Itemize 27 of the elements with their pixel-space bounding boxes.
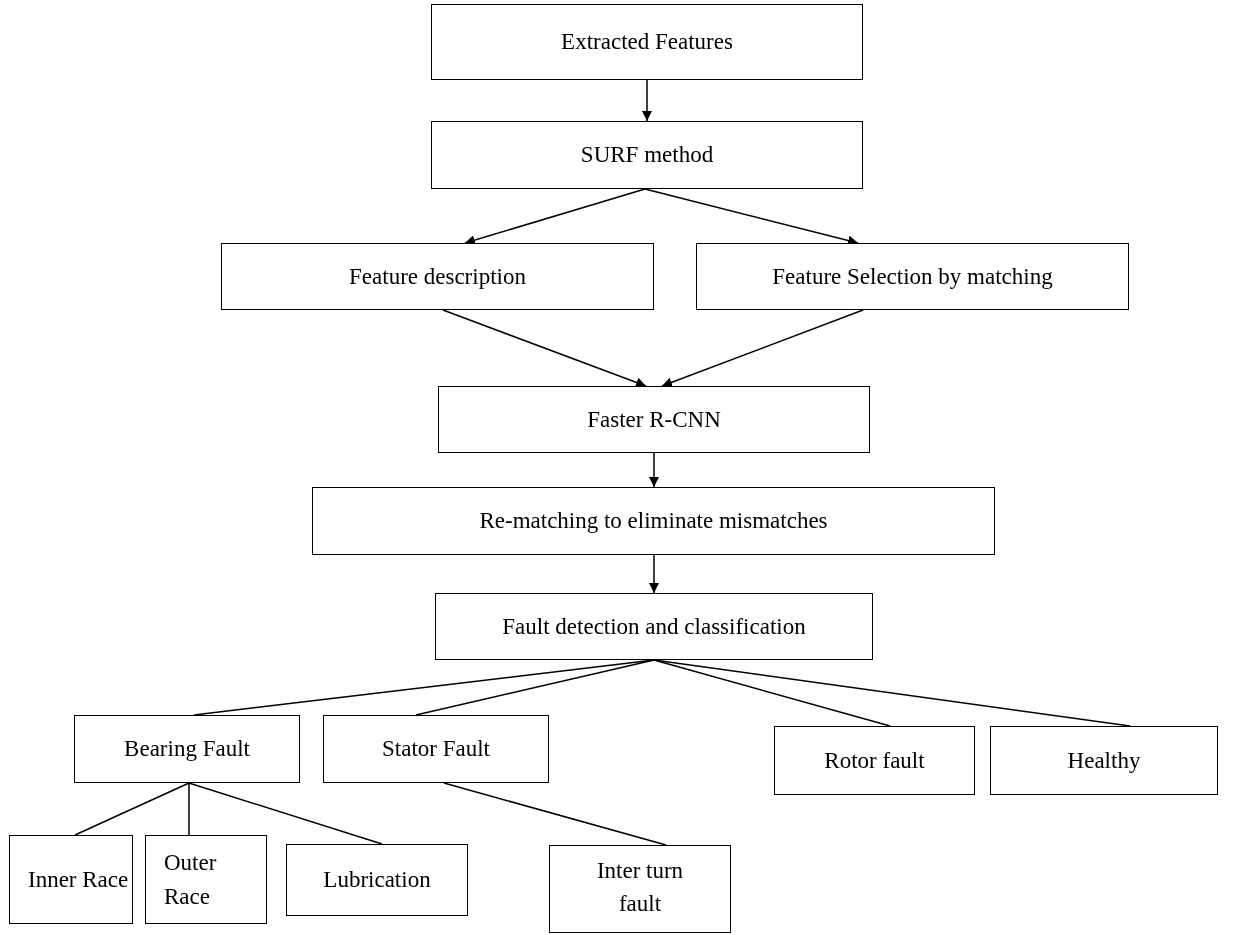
arrow	[661, 309, 864, 388]
process-box: Feature description	[221, 243, 654, 310]
connector-line	[188, 782, 383, 845]
process-box: Feature Selection by matching	[696, 243, 1129, 310]
arrow	[464, 188, 646, 245]
arrow	[649, 452, 659, 488]
connector-line	[653, 659, 1131, 727]
process-box: Healthy	[990, 726, 1218, 795]
process-box: Faster R-CNN	[438, 386, 870, 453]
process-box: Lubrication	[286, 844, 468, 916]
connector-line	[188, 782, 190, 836]
connector-line	[443, 782, 667, 846]
process-box: Fault detection and classification	[435, 593, 873, 660]
arrow	[442, 309, 647, 388]
connector-line	[415, 659, 655, 716]
process-box: Outer Race	[145, 835, 267, 924]
arrow	[649, 554, 659, 594]
process-box: Bearing Fault	[74, 715, 300, 783]
process-box: Rotor fault	[774, 726, 975, 795]
process-box: Inner Race	[9, 835, 133, 924]
connector-line	[74, 782, 190, 836]
process-box: Stator Fault	[323, 715, 549, 783]
process-box: Inter turn fault	[549, 845, 731, 933]
process-box: Extracted Features	[431, 4, 863, 80]
arrow	[642, 79, 652, 122]
process-box: SURF method	[431, 121, 863, 189]
process-box: Re-matching to eliminate mismatches	[312, 487, 995, 555]
